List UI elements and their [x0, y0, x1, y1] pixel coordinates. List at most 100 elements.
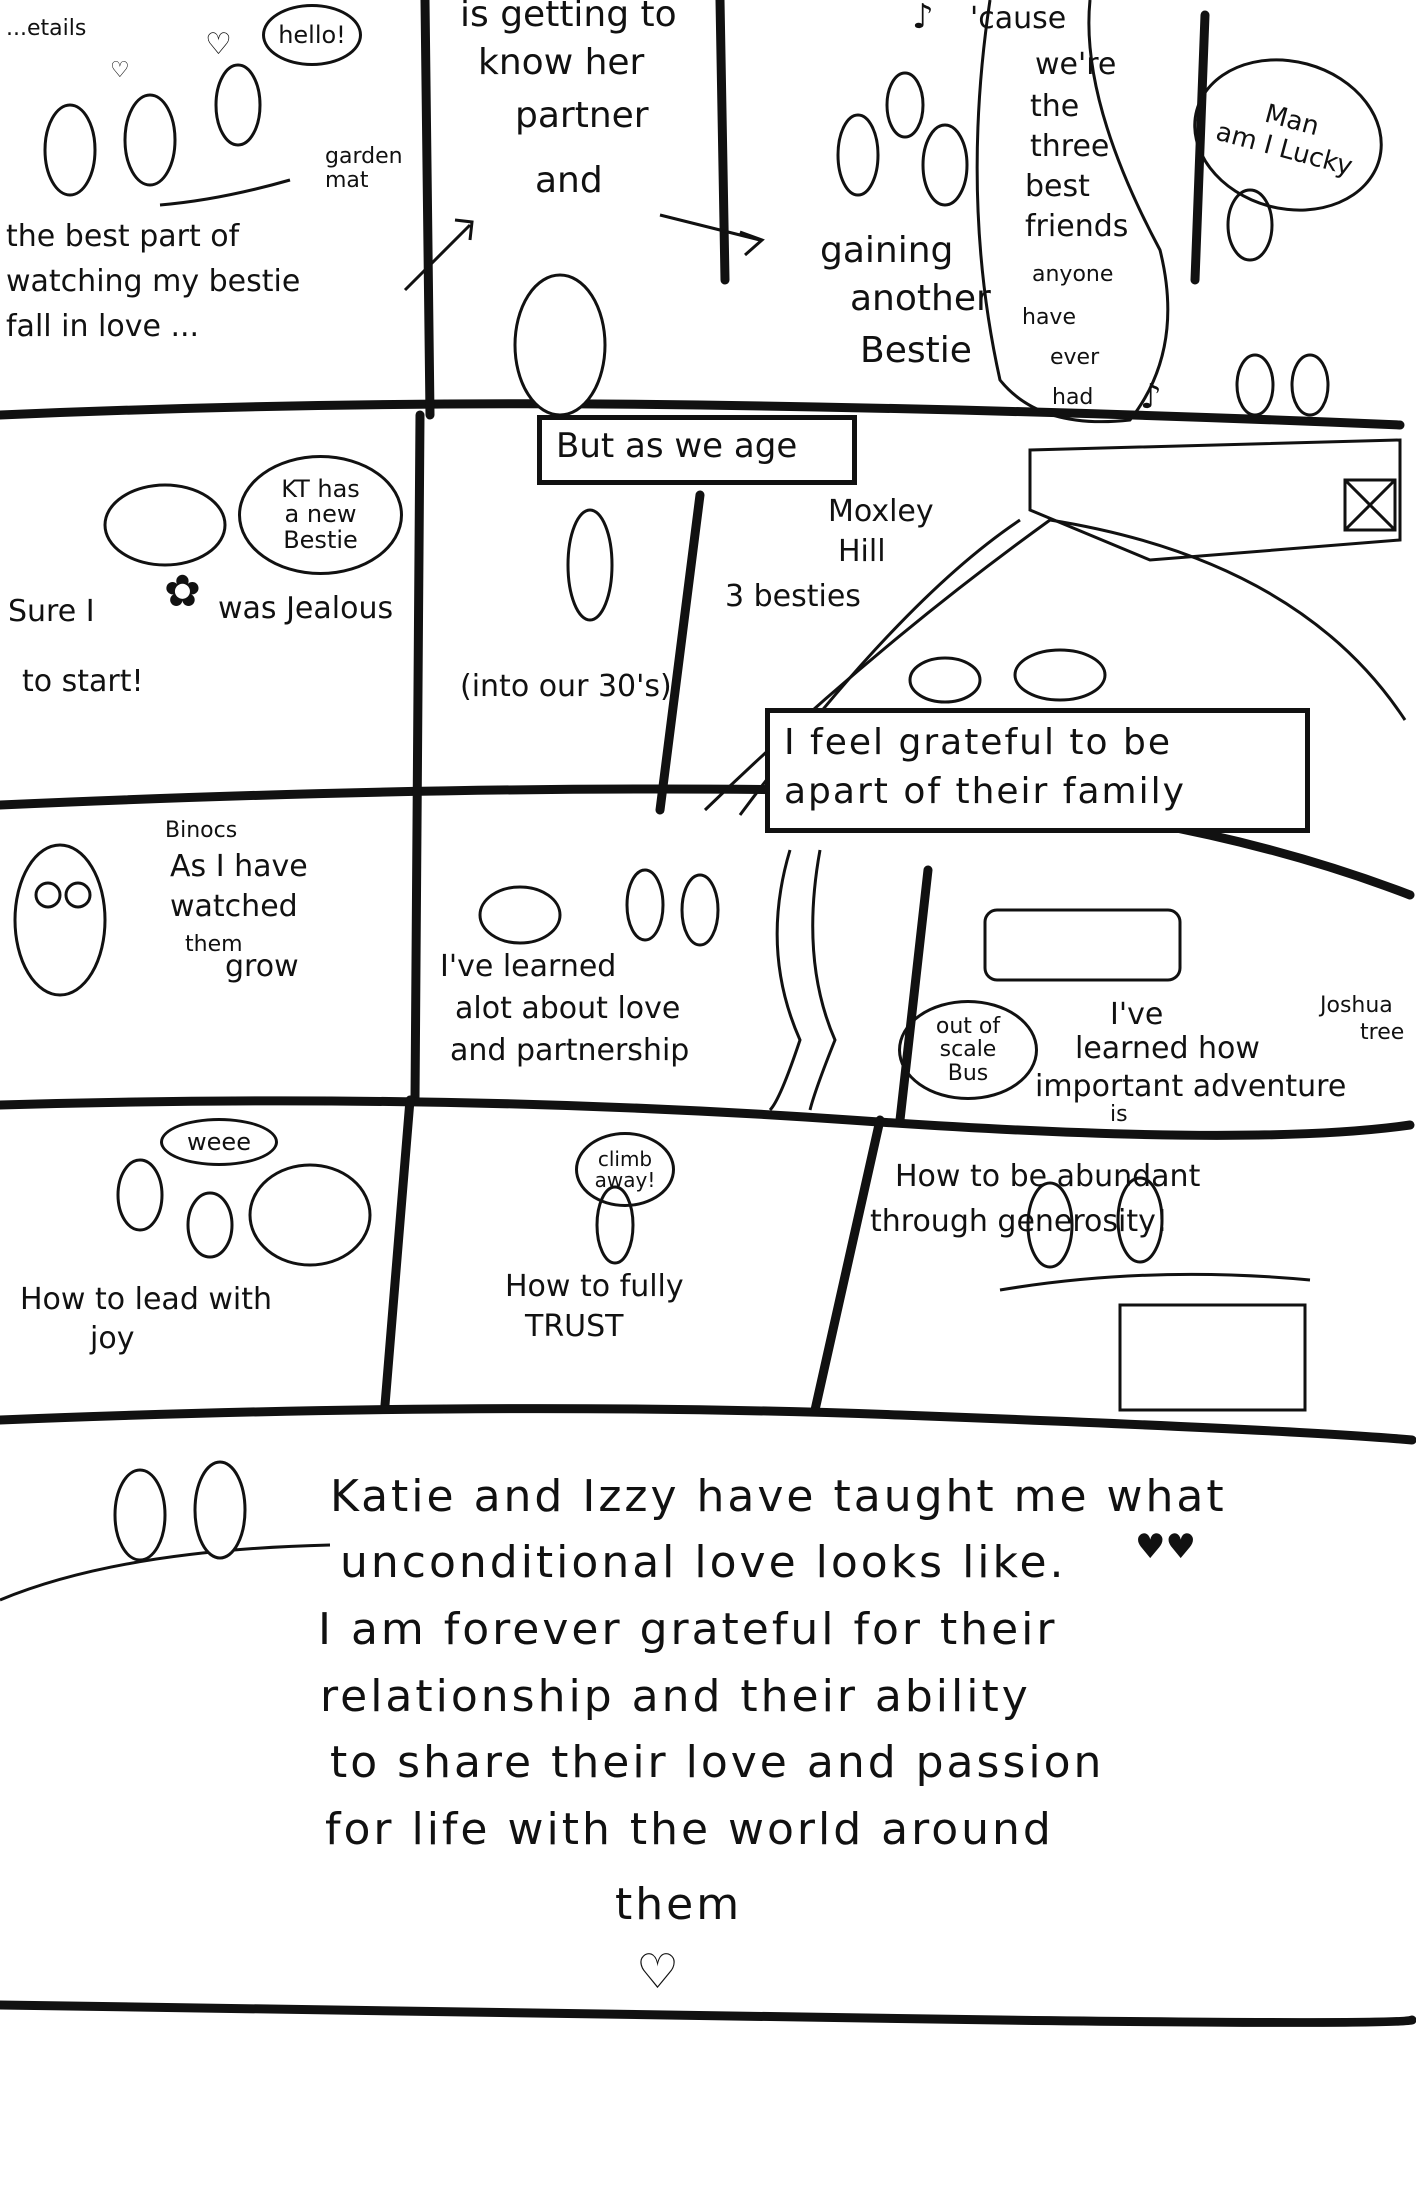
- lyric-word: friends: [1025, 209, 1129, 244]
- final-line-5: to share their love and passion: [330, 1737, 1105, 1788]
- music-note-icon: ♪: [1140, 377, 1162, 417]
- garden-box: [1118, 1303, 1307, 1412]
- heart-icon: ♥♥: [1135, 1527, 1196, 1567]
- weee-bubble: weee: [160, 1118, 278, 1166]
- bean-character-final-1: [113, 1468, 167, 1562]
- hello-bubble-text: hello!: [278, 21, 346, 49]
- panel4-caption-line2: was Jealous: [218, 591, 394, 626]
- bus-label-line3: Bus: [947, 1060, 989, 1086]
- climb-bubble-line2: away!: [594, 1167, 656, 1192]
- panel9-caption-line1: I've: [1110, 997, 1164, 1032]
- label-garden-mat: garden mat: [325, 144, 403, 194]
- bus-label-line2: scale: [939, 1037, 997, 1063]
- age-banner-text: But as we age: [556, 426, 798, 466]
- lyric-word: have: [1022, 305, 1076, 330]
- border-p1-p2: [420, 0, 435, 420]
- border-col1-row4: [380, 1095, 415, 1410]
- dog-drawing: [1013, 648, 1107, 702]
- bean-character-7: [1226, 188, 1274, 262]
- lyric-word: had: [1052, 385, 1094, 410]
- arrow-garden-mat: [159, 178, 291, 207]
- kt-bubble-line2: a new: [284, 500, 357, 529]
- border-p2-p3: [715, 0, 730, 285]
- grateful-banner-line2: apart of their family: [784, 770, 1186, 812]
- final-line-7: them: [615, 1879, 743, 1930]
- label-hill-line2: Hill: [838, 534, 886, 569]
- grateful-banner: I feel grateful to be apart of their fam…: [765, 708, 1310, 833]
- bean-character-binocs: [13, 843, 107, 997]
- lyric-word: ever: [1050, 345, 1100, 370]
- bean-character-2: [123, 93, 177, 187]
- age-banner: But as we age: [537, 415, 857, 485]
- border-p3-right: [1190, 10, 1210, 285]
- river: [768, 849, 802, 1112]
- grateful-banner-line1: I feel grateful to be: [784, 722, 1172, 763]
- final-line-1: Katie and Izzy have taught me what: [330, 1471, 1227, 1522]
- bean-character-gen-2: [1116, 1176, 1164, 1264]
- bus-label-line1: out of: [935, 1014, 1001, 1040]
- border-col1: [410, 410, 425, 1105]
- lyric-word: 'cause: [970, 1, 1067, 36]
- panel9-caption-line2: learned how: [1075, 1031, 1260, 1066]
- heart-icon: ♡: [110, 58, 130, 83]
- hello-bubble: hello!: [262, 4, 362, 66]
- bean-character-6: [921, 123, 969, 207]
- final-line-6: for life with the world around: [325, 1804, 1054, 1855]
- lyric-word: anyone: [1032, 262, 1114, 287]
- bean-character-joy-1: [116, 1158, 164, 1232]
- bean-character-big: [513, 273, 607, 417]
- bush-joy: [248, 1163, 372, 1267]
- bean-character-joy-2: [186, 1191, 234, 1259]
- heart-icon: ♡: [205, 27, 232, 62]
- final-line-3: I am forever grateful for their: [318, 1604, 1058, 1655]
- panel12-caption-line2: through generosity!: [870, 1204, 1168, 1239]
- lyric-word: three: [1030, 129, 1110, 164]
- flower-icon: ✿: [164, 566, 201, 617]
- bean-character-gen-1: [1026, 1181, 1074, 1269]
- weee-bubble-text: weee: [187, 1128, 251, 1156]
- panel7-caption-line4: grow: [225, 949, 299, 984]
- panel3-caption-line2: another: [850, 278, 991, 319]
- bean-character-5: [885, 71, 925, 139]
- bean-lying-love: [478, 885, 562, 945]
- border-p5-p6: [655, 490, 705, 815]
- lyric-word: we're: [1035, 47, 1117, 82]
- panel11-caption-line1: How to fully: [505, 1269, 684, 1304]
- label-besties: 3 besties: [725, 579, 861, 614]
- panel7-caption-line2: watched: [170, 889, 298, 924]
- bean-character-final-2: [193, 1460, 247, 1560]
- bean-character-1: [43, 103, 97, 197]
- bean-character-3: [214, 63, 262, 147]
- panel11-caption-line2: TRUST: [525, 1309, 624, 1344]
- panel2-caption-line4: and: [535, 160, 603, 201]
- bus-label-bubble: out of scale Bus: [898, 1000, 1038, 1100]
- panel7-caption-line3: them: [185, 932, 243, 957]
- border-col2-row3: [895, 865, 933, 1125]
- partial-label: ...etails: [6, 16, 87, 41]
- border-col2-row4: [810, 1115, 885, 1415]
- panel1-caption-line1: the best part of: [6, 219, 240, 254]
- panel2-caption-line2: know her: [478, 42, 645, 83]
- panel9-caption-line3: important adventure: [1035, 1069, 1347, 1104]
- music-note-icon: ♪: [912, 0, 934, 37]
- panel9-caption-line4: is: [1110, 1102, 1128, 1127]
- panel1-caption-line3: fall in love ...: [6, 309, 200, 344]
- kt-bubble: KT has a new Bestie: [238, 455, 403, 575]
- border-row1-bottom: [0, 399, 1405, 430]
- label-binocs: Binocs: [165, 818, 238, 843]
- bean-character-4: [836, 113, 880, 197]
- panel8-caption-line1: I've learned: [440, 949, 617, 984]
- lyric-word: best: [1025, 169, 1090, 204]
- panel4-caption-line1: Sure I: [8, 594, 95, 629]
- panel3-caption-line1: gaining: [820, 230, 954, 271]
- bean-character-lying: [103, 483, 227, 567]
- panel5-caption: (into our 30's): [460, 669, 672, 704]
- border-bottom: [0, 2000, 1416, 2027]
- label-tree-line1: Joshua: [1320, 993, 1393, 1018]
- label-tree-line2: tree: [1360, 1020, 1405, 1045]
- panel7-caption-line1: As I have: [170, 849, 308, 884]
- panel10-caption-line2: joy: [90, 1321, 135, 1356]
- song-tail: [975, 0, 1170, 424]
- border-row4-bottom: [0, 1404, 1416, 1445]
- panel8-caption-line2: alot about love: [455, 991, 681, 1026]
